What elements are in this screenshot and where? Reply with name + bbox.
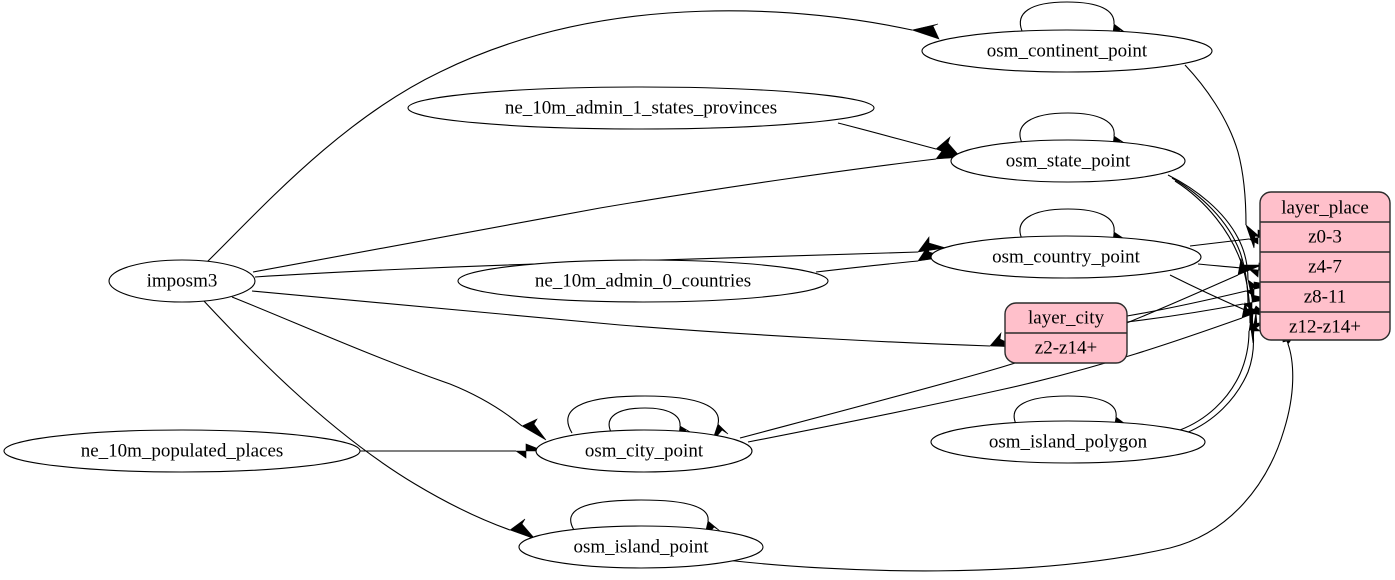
edge-imposm3-to-osm-continent-point	[205, 10, 940, 264]
record-node-layer-place-box[interactable]	[1259, 191, 1391, 341]
node-osm-island-point-shape[interactable]	[518, 525, 764, 569]
node-ne-10m-populated-places-shape[interactable]	[3, 429, 361, 473]
edge-layer	[202, 1, 1294, 572]
node-osm-island-polygon[interactable]: osm_island_polygon	[930, 420, 1206, 464]
node-imposm3-shape[interactable]	[108, 259, 256, 303]
edge-ne-admin-1-to-osm-state-point	[837, 122, 963, 160]
node-osm-city-point-shape[interactable]	[535, 429, 753, 473]
record-node-layer: layer_place z0-3 z4-7 z8-11 z12-z14+ lay…	[1004, 191, 1391, 364]
node-ne-10m-admin-1-states-provinces[interactable]: ne_10m_admin_1_states_provinces	[407, 86, 875, 130]
node-layer: imposm3 ne_10m_admin_1_states_provinces …	[3, 29, 1213, 569]
edge-imposm3-to-osm-island-point	[202, 299, 536, 540]
edge-imposm3-to-osm-city-point	[231, 296, 547, 441]
node-osm-island-point[interactable]: osm_island_point	[518, 525, 764, 569]
node-ne-10m-admin-0-countries[interactable]: ne_10m_admin_0_countries	[457, 259, 829, 303]
node-ne-10m-populated-places[interactable]: ne_10m_populated_places	[3, 429, 361, 473]
edge-ne-admin-0-to-osm-country-point	[815, 245, 947, 273]
node-osm-city-point[interactable]: osm_city_point	[535, 429, 753, 473]
edge-osm-island-polygon-to-layer-place	[1179, 311, 1264, 434]
record-node-layer-city[interactable]: layer_city z2-z14+	[1004, 302, 1128, 364]
node-osm-country-point[interactable]: osm_country_point	[930, 235, 1202, 279]
record-node-layer-place[interactable]: layer_place z0-3 z4-7 z8-11 z12-z14+	[1259, 191, 1391, 341]
node-osm-state-point[interactable]: osm_state_point	[950, 139, 1186, 183]
node-osm-island-polygon-shape[interactable]	[930, 420, 1206, 464]
node-osm-country-point-shape[interactable]	[930, 235, 1202, 279]
node-ne-10m-admin-0-countries-shape[interactable]	[457, 259, 829, 303]
node-osm-continent-point-shape[interactable]	[921, 29, 1213, 73]
node-osm-continent-point[interactable]: osm_continent_point	[921, 29, 1213, 73]
edge-ne-populated-places-to-osm-city-point	[360, 443, 545, 459]
node-imposm3[interactable]: imposm3	[108, 259, 256, 303]
node-osm-state-point-shape[interactable]	[950, 139, 1186, 183]
edge-osm-city-point-to-layer-place	[739, 257, 1267, 443]
node-ne-10m-admin-1-states-provinces-shape[interactable]	[407, 86, 875, 130]
edge-imposm3-to-osm-state-point	[252, 142, 966, 273]
